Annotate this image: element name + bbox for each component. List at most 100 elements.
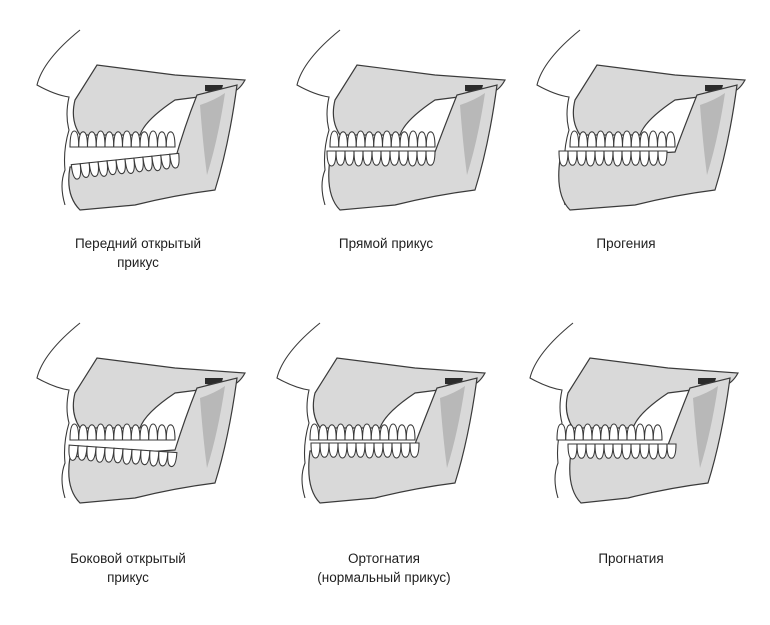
upper-tooth [86, 131, 97, 148]
upper-tooth [656, 131, 667, 148]
upper-tooth [388, 423, 399, 441]
upper-teeth [69, 423, 176, 441]
upper-tooth [405, 424, 416, 441]
lower-teeth [567, 443, 677, 460]
lower-tooth [630, 150, 641, 166]
lower-tooth [657, 150, 668, 166]
lower-tooth [409, 442, 420, 458]
lower-tooth [648, 443, 659, 460]
lower-tooth [567, 150, 578, 166]
lower-tooth [567, 443, 578, 460]
upper-tooth [344, 424, 355, 441]
upper-tooth [586, 131, 597, 148]
caption-line: прикус [117, 255, 159, 270]
upper-tooth [121, 423, 132, 441]
upper-tooth [104, 131, 115, 148]
upper-tooth [361, 423, 372, 441]
mandible-ramus-shadow [440, 386, 465, 468]
lower-tooth [603, 443, 614, 459]
upper-tooth [373, 131, 384, 148]
lower-tooth [621, 443, 632, 460]
upper-tooth [165, 131, 176, 148]
upper-tooth [565, 424, 576, 441]
lower-tooth [657, 443, 668, 459]
upper-tooth [639, 131, 650, 148]
lower-tooth [373, 442, 384, 458]
caption-progenia: Прогения [498, 234, 754, 253]
caption-line: Боковой открытый [70, 551, 186, 566]
lower-tooth [585, 150, 596, 167]
upper-tooth [573, 424, 584, 441]
upper-tooth [113, 131, 124, 148]
upper-tooth [78, 131, 89, 148]
upper-tooth [635, 423, 646, 441]
caption-line: (нормальный прикус) [317, 570, 451, 585]
upper-tooth [648, 130, 659, 148]
upper-tooth [591, 424, 602, 441]
figure-edge-to-edge-bite [296, 29, 506, 211]
lower-teeth [558, 150, 668, 167]
upper-tooth [338, 131, 349, 148]
upper-tooth [353, 424, 364, 441]
upper-teeth [69, 130, 176, 148]
upper-tooth [86, 424, 97, 441]
caption-orthognathia: Ортогнатия (нормальный прикус) [256, 549, 512, 587]
lower-tooth [371, 150, 382, 166]
lower-teeth [310, 442, 420, 459]
upper-tooth [595, 130, 606, 148]
upper-tooth [621, 130, 632, 148]
upper-teeth [569, 130, 676, 148]
lower-teeth [70, 152, 180, 180]
lower-tooth [167, 451, 178, 468]
face-profile-line [276, 322, 321, 499]
lower-tooth [666, 443, 677, 459]
caption-edge-to-edge-bite: Прямой прикус [258, 234, 514, 253]
face-profile-line [529, 322, 574, 499]
lower-tooth [319, 442, 330, 458]
figure-prognathia [529, 322, 739, 504]
upper-tooth [569, 130, 580, 148]
figure-lateral-open-bite [36, 322, 246, 504]
upper-teeth [556, 423, 663, 441]
upper-tooth [104, 424, 115, 441]
mandible-bone [68, 377, 238, 504]
upper-tooth [148, 130, 159, 148]
caption-line: прикус [107, 570, 149, 585]
lower-tooth [594, 443, 605, 460]
lower-tooth [639, 150, 650, 167]
lower-tooth [612, 443, 623, 459]
upper-tooth [370, 424, 381, 441]
lower-tooth [576, 150, 587, 166]
lower-tooth [326, 150, 337, 167]
upper-teeth [329, 130, 436, 148]
upper-tooth [626, 424, 637, 441]
mandible-bone [558, 84, 738, 211]
lower-tooth [391, 442, 402, 459]
mandible-bone [328, 84, 498, 211]
upper-tooth [139, 131, 150, 148]
lower-tooth [380, 150, 391, 167]
upper-tooth [390, 131, 401, 148]
caption-line: Прогения [596, 236, 656, 251]
lower-tooth [612, 150, 623, 167]
upper-tooth [346, 131, 357, 148]
figure-progenia [536, 29, 746, 211]
upper-tooth [613, 131, 624, 148]
upper-tooth [364, 131, 375, 148]
upper-tooth [604, 131, 615, 148]
lower-tooth [364, 442, 375, 459]
lower-tooth [353, 150, 364, 167]
upper-tooth [318, 424, 329, 441]
upper-tooth [130, 131, 141, 148]
caption-prognathia: Прогнатия [503, 549, 759, 568]
upper-tooth [630, 131, 641, 148]
upper-tooth [652, 424, 663, 441]
upper-tooth [381, 130, 392, 148]
lower-tooth [576, 443, 587, 459]
upper-tooth [69, 423, 80, 441]
mandible-ramus-shadow [460, 93, 485, 175]
face-profile-line [36, 29, 81, 206]
lower-tooth [382, 442, 393, 458]
lower-tooth [169, 152, 180, 169]
caption-line: Прямой прикус [338, 236, 434, 251]
